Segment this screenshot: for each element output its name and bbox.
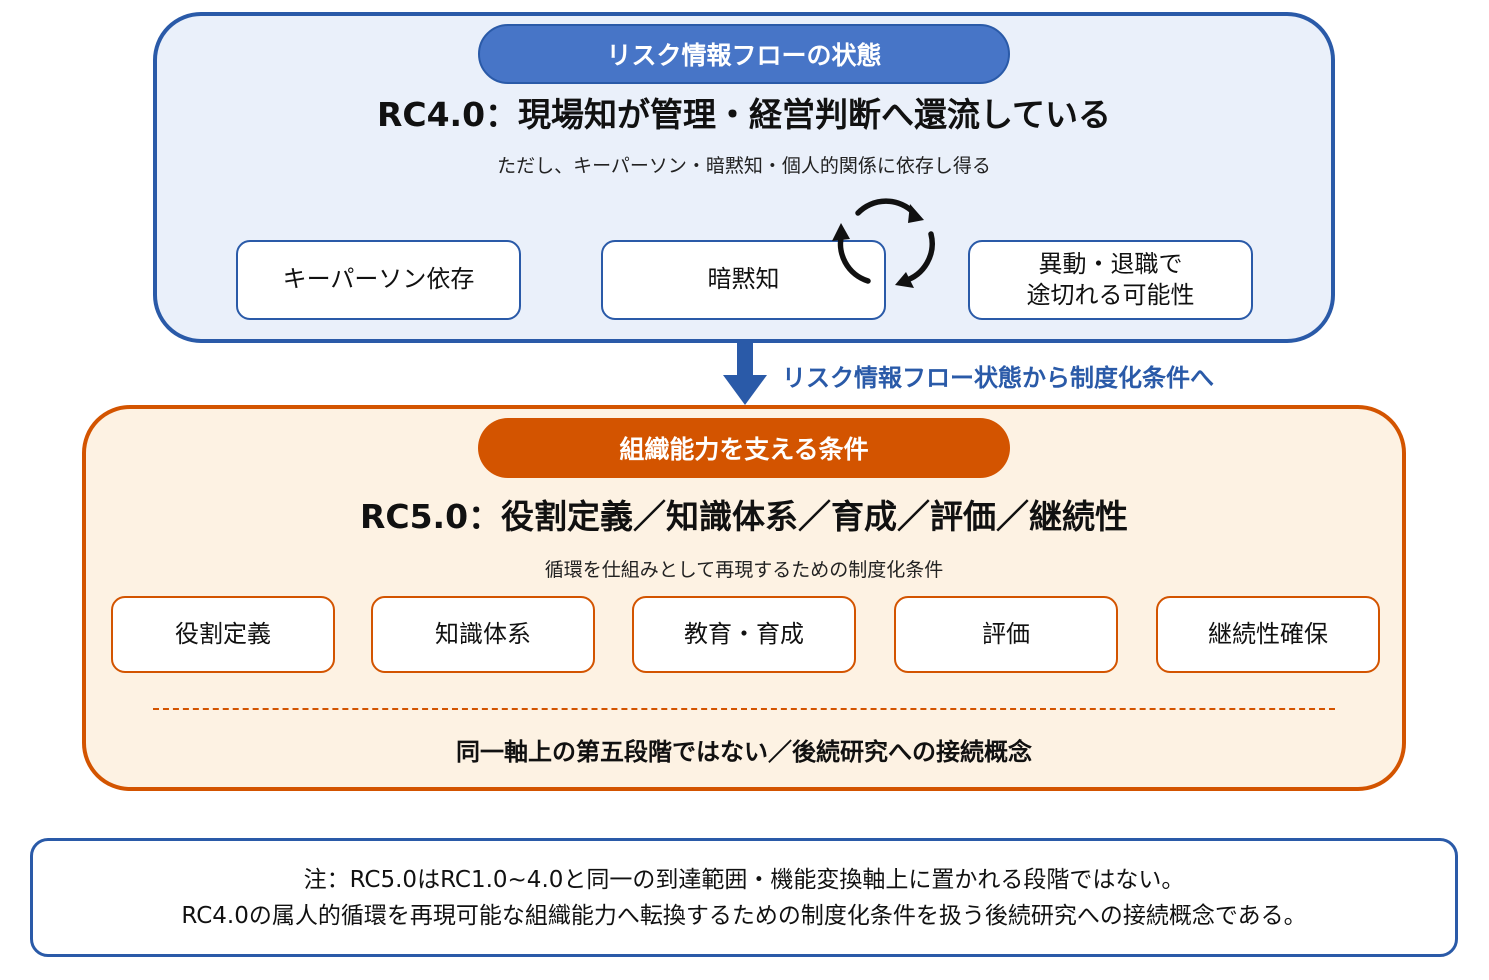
rc5-box-role-label: 役割定義 — [175, 619, 271, 648]
rc5-header-pill: 組織能力を支える条件 — [478, 418, 1010, 478]
rc4-box-keyperson-label: キーパーソン依存 — [282, 265, 475, 294]
rc4-subtitle: ただし、キーパーソン・暗黙知・個人的関係に依存し得る — [497, 155, 991, 177]
rc4-box-turnover-line1: 異動・退職で — [1038, 249, 1183, 278]
rc5-title: RC5.0：役割定義／知識体系／育成／評価／継続性 — [359, 497, 1129, 536]
rc4-box-tacit-label: 暗黙知 — [707, 265, 780, 294]
rc5-note: 同一軸上の第五段階ではない／後続研究への接続概念 — [456, 738, 1032, 766]
rc5-box-knowledge-label: 知識体系 — [435, 619, 531, 648]
transition-label: リスク情報フロー状態から制度化条件へ — [782, 364, 1214, 392]
rc4-title: RC4.0：現場知が管理・経営判断へ還流している — [376, 95, 1112, 134]
rc4-header-label: リスク情報フローの状態 — [606, 41, 882, 70]
rc5-box-continuity-label: 継続性確保 — [1208, 619, 1328, 648]
rc5-box-knowledge: 知識体系 — [371, 596, 595, 673]
footnote-line-2: RC4.0の属人的循環を再現可能な組織能力へ転換するための制度化条件を扱う後続研… — [181, 902, 1307, 929]
footnote-line-1: 注：RC5.0はRC1.0~4.0と同一の到達範囲・機能変換軸上に置かれる段階で… — [303, 866, 1185, 893]
rc5-box-role: 役割定義 — [111, 596, 335, 673]
rc5-box-training-label: 教育・育成 — [684, 619, 804, 648]
rc5-box-continuity: 継続性確保 — [1156, 596, 1380, 673]
rc5-header-label: 組織能力を支える条件 — [619, 435, 869, 464]
rc4-box-turnover-line2: 途切れる可能性 — [1026, 281, 1195, 309]
rc5-box-training: 教育・育成 — [632, 596, 856, 673]
rc4-header-pill: リスク情報フローの状態 — [478, 24, 1010, 84]
footnote-box: 注：RC5.0はRC1.0~4.0と同一の到達範囲・機能変換軸上に置かれる段階で… — [30, 838, 1458, 957]
cycle-arrows-icon — [832, 198, 935, 288]
dashed-divider — [153, 708, 1335, 710]
rc4-box-tacit: 暗黙知 — [601, 240, 886, 320]
rc4-box-turnover: 異動・退職で 途切れる可能性 — [968, 240, 1253, 320]
rc5-box-evaluation: 評価 — [894, 596, 1118, 673]
rc4-box-keyperson: キーパーソン依存 — [236, 240, 521, 320]
down-arrow-icon — [723, 343, 767, 405]
rc5-box-evaluation-label: 評価 — [982, 619, 1030, 648]
rc5-subtitle: 循環を仕組みとして再現するための制度化条件 — [544, 559, 944, 581]
